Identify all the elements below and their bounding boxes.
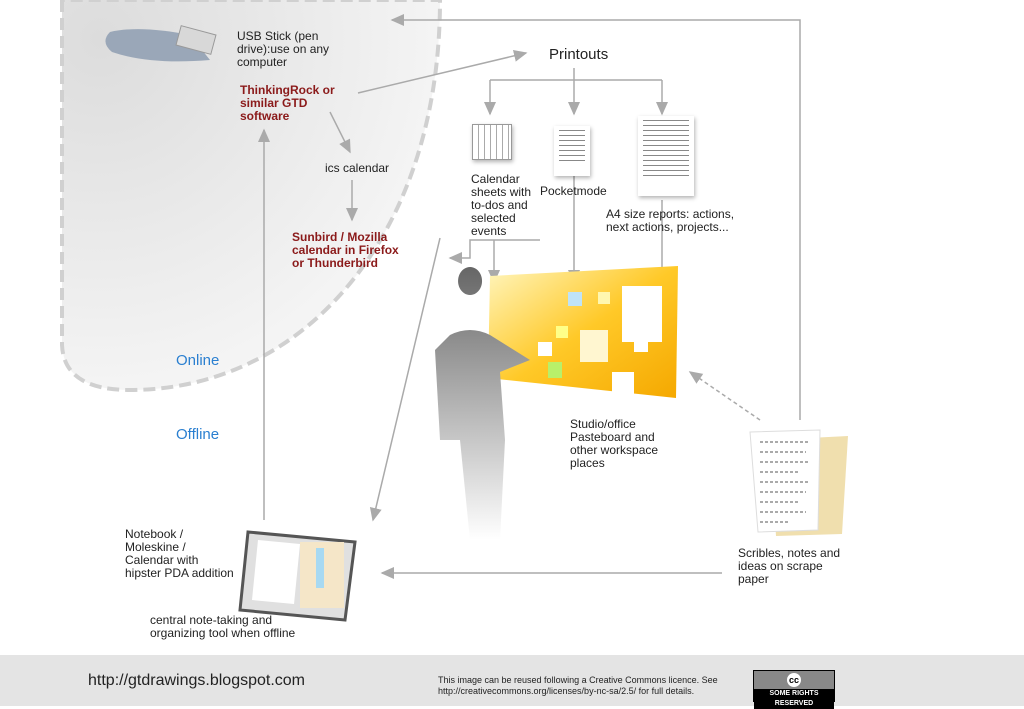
notebook-label: Notebook / Moleskine / Calendar with hip… xyxy=(125,528,234,580)
text-line: Calendar xyxy=(471,172,520,186)
text-line: other workspace xyxy=(570,443,659,457)
text-line: Pasteboard and xyxy=(570,430,655,444)
text-line: software xyxy=(240,109,290,123)
studio-label: Studio/office Pasteboard and other works… xyxy=(570,418,658,470)
text-line: drive):use on any xyxy=(237,42,330,56)
calendar-sheets-label: Calendar sheets with to-dos and selected… xyxy=(471,173,531,238)
thinkingrock-label: ThinkingRock or similar GTD software xyxy=(240,84,335,123)
text-line: organizing tool when offline xyxy=(150,626,296,640)
text-line: Sunbird / Mozilla xyxy=(292,230,388,244)
offline-label: Offline xyxy=(176,426,220,443)
scribble-paper-icon xyxy=(749,429,848,536)
sticky-notes xyxy=(538,286,662,396)
a4-report-icon xyxy=(638,116,694,196)
cc-badge-text: SOME RIGHTS RESERVED xyxy=(754,689,834,709)
text-line: Moleskine / xyxy=(125,540,186,554)
text-line: hipster PDA addition xyxy=(125,566,234,580)
licence-text: This image can be reused following a Cre… xyxy=(438,675,718,697)
usb-stick-label: USB Stick (pen drive):use on any compute… xyxy=(237,30,329,69)
pocketmode-icon xyxy=(554,126,590,176)
text-line: Notebook / xyxy=(125,527,184,541)
text-line: http://creativecommons.org/licenses/by-n… xyxy=(438,686,695,696)
printouts-title: Printouts xyxy=(549,46,609,63)
text-line: USB Stick (pen xyxy=(237,29,319,43)
text-line: A4 size reports: actions, xyxy=(606,207,735,221)
calendar-sheet-icon xyxy=(472,124,512,160)
text-line: ideas on scrape xyxy=(738,559,823,573)
text-line: selected xyxy=(471,211,516,225)
text-line: Calendar with xyxy=(125,553,199,567)
text-line: This image can be reused following a Cre… xyxy=(438,675,718,685)
text-line: calendar in Firefox xyxy=(292,243,399,257)
blog-url-link[interactable]: http://gtdrawings.blogspot.com xyxy=(88,672,306,689)
text-line: computer xyxy=(237,55,288,69)
online-zone xyxy=(60,0,443,393)
text-line: ThinkingRock or xyxy=(240,83,335,97)
text-line: Studio/office xyxy=(570,417,636,431)
a4-reports-label: A4 size reports: actions, next actions, … xyxy=(606,208,734,234)
text-line: places xyxy=(570,456,605,470)
text-line: or Thunderbird xyxy=(292,256,378,270)
text-line: next actions, projects... xyxy=(606,220,729,234)
cc-icon: cc xyxy=(787,673,801,687)
text-line: similar GTD xyxy=(240,96,308,110)
ics-calendar-label: ics calendar xyxy=(325,161,390,175)
text-line: central note-taking and xyxy=(150,613,273,627)
notebook-caption: central note-taking and organizing tool … xyxy=(150,614,295,640)
text-line: events xyxy=(471,224,507,238)
sunbird-label: Sunbird / Mozilla calendar in Firefox or… xyxy=(292,231,399,270)
cc-badge[interactable]: cc SOME RIGHTS RESERVED xyxy=(753,670,835,709)
usb-stick-icon xyxy=(105,25,217,62)
text-line: paper xyxy=(738,572,769,586)
person-silhouette xyxy=(435,267,530,540)
text-line: Scribles, notes and xyxy=(738,546,841,560)
text-line: to-dos and xyxy=(471,198,528,212)
footer: http://gtdrawings.blogspot.com This imag… xyxy=(0,655,1024,709)
scribbles-label: Scribles, notes and ideas on scrape pape… xyxy=(738,547,840,586)
text-line: sheets with xyxy=(471,185,532,199)
online-label: Online xyxy=(176,352,220,369)
notebook-icon xyxy=(238,530,357,622)
pocketmode-label: Pocketmode xyxy=(540,184,607,198)
